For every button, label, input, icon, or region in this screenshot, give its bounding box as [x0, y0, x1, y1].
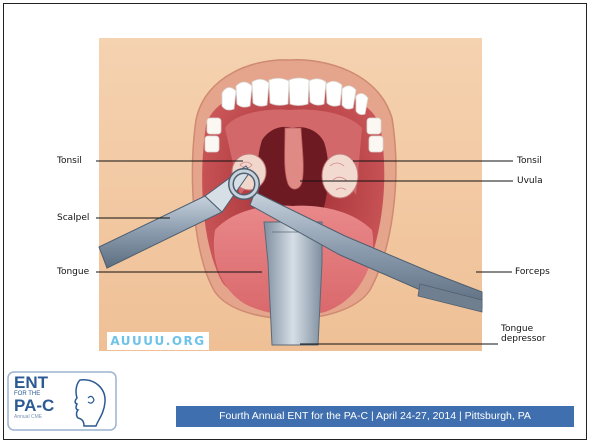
label-tongue: Tongue	[57, 267, 89, 277]
logo-line3: PA-C	[14, 398, 84, 414]
label-scalpel: Scalpel	[57, 213, 89, 223]
logo: ENT FOR THE PA-C Annual CME	[14, 375, 84, 429]
uvula	[285, 128, 304, 189]
tonsil-right	[322, 154, 358, 198]
label-forceps: Forceps	[515, 267, 550, 277]
logo-line1: ENT	[14, 375, 84, 391]
label-tonsil-right: Tonsil	[517, 156, 542, 166]
label-tonsil-left: Tonsil	[57, 156, 82, 166]
footer-banner: Fourth Annual ENT for the PA-C | April 2…	[176, 406, 574, 427]
label-tongue-depressor: Tongue depressor	[501, 324, 561, 344]
watermark-text: AUUUU.ORG	[107, 332, 209, 350]
label-uvula: Uvula	[517, 176, 543, 186]
logo-tagline: Annual CME	[14, 414, 84, 421]
